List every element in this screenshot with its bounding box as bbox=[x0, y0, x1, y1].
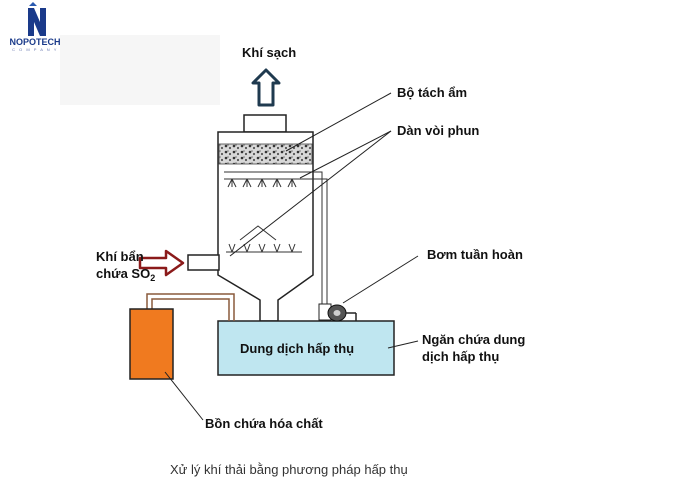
clean-gas-arrow bbox=[251, 68, 281, 107]
absorbent-solution-label: Dung dịch hấp thụ bbox=[240, 341, 354, 356]
gas-inlet-pipe bbox=[187, 254, 220, 271]
logo-tagline: C O M P A N Y bbox=[12, 47, 58, 52]
nopotech-logo: NOPOTECH C O M P A N Y bbox=[9, 2, 61, 52]
diagram-caption: Xử lý khí thải bằng phương pháp hấp thụ bbox=[170, 462, 408, 477]
tank-compartment-label-line1: Ngăn chứa dung bbox=[422, 332, 525, 347]
mist-eliminator-label: Bộ tách ẩm bbox=[397, 85, 467, 100]
logo-name: NOPOTECH bbox=[9, 37, 60, 47]
dirty-gas-arrow bbox=[138, 249, 185, 277]
spray-nozzles-label: Dàn vòi phun bbox=[397, 123, 479, 138]
chemical-tank bbox=[129, 308, 174, 380]
circulation-pump bbox=[318, 303, 357, 322]
leader-lines bbox=[164, 92, 419, 421]
clean-gas-label: Khí sạch bbox=[242, 45, 296, 60]
absorbent-tank bbox=[217, 320, 395, 376]
tank-compartment-label-line2: dịch hấp thụ bbox=[422, 349, 499, 364]
dirty-gas-label-line1: Khí bẩn bbox=[96, 249, 144, 264]
spray-nozzles bbox=[224, 171, 322, 188]
chemical-tank-label: Bồn chứa hóa chất bbox=[205, 416, 323, 431]
mist-eliminator-layer bbox=[218, 143, 313, 165]
circulation-pump-label: Bơm tuần hoàn bbox=[427, 247, 523, 262]
circulation-pipe bbox=[313, 171, 328, 308]
background-panel bbox=[60, 35, 220, 105]
chemical-feed-pipe bbox=[146, 293, 235, 321]
outlet-collar bbox=[243, 114, 287, 133]
absorption-tower bbox=[217, 131, 314, 322]
dirty-gas-label-line2: chứa SO2 bbox=[96, 266, 155, 283]
